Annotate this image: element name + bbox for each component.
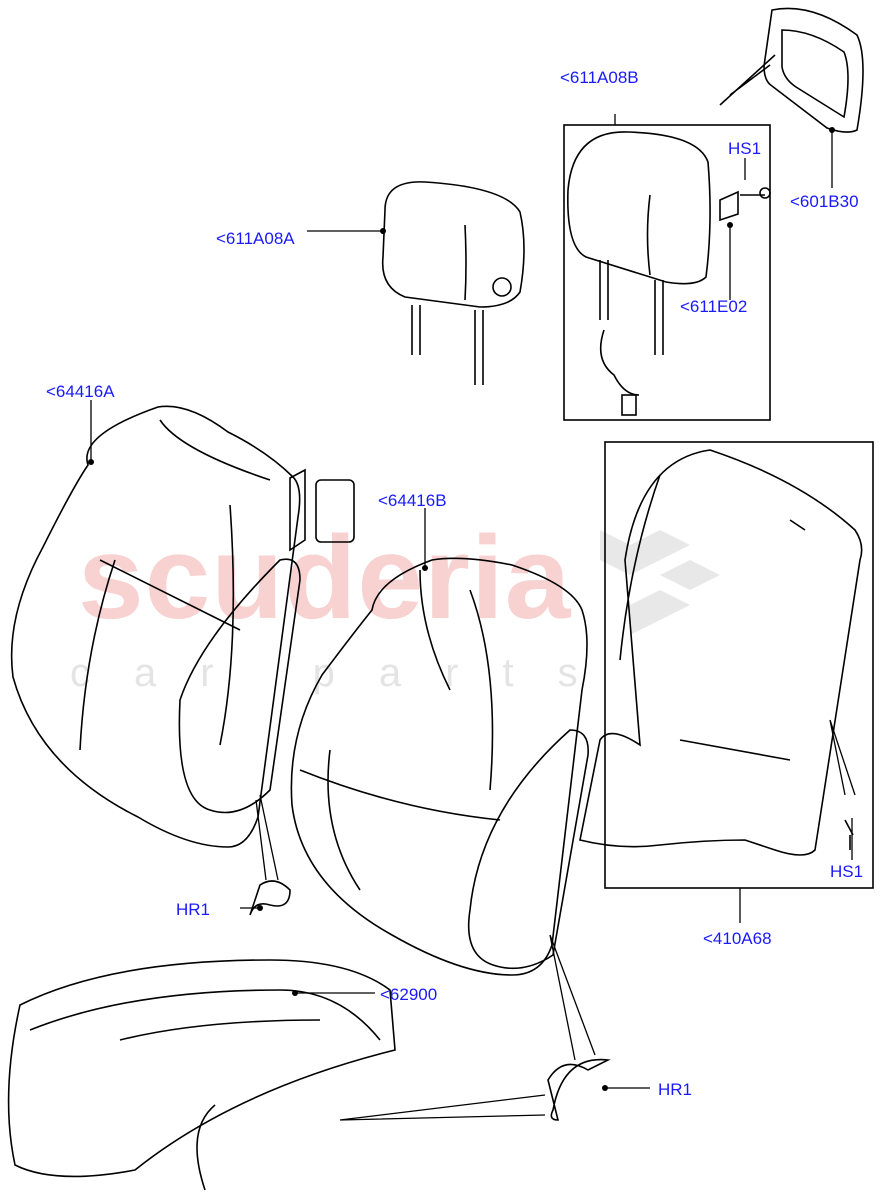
callout-611E02[interactable]: <611E02 <box>680 297 748 316</box>
callout-410A68[interactable]: <410A68 <box>703 929 772 948</box>
callout-611A08B[interactable]: <611A08B <box>560 68 639 87</box>
seat-back-b <box>290 557 589 976</box>
callout-HR1-bottom[interactable]: HR1 <box>658 1080 693 1099</box>
back-panel <box>579 449 863 856</box>
watermark-logo: scuderia <box>78 512 572 644</box>
back-panel-box <box>604 441 874 889</box>
leader-lines <box>90 114 856 1121</box>
callout-HR1-left[interactable]: HR1 <box>176 900 211 919</box>
headrest-frame <box>719 7 864 133</box>
callout-601B30[interactable]: <601B30 <box>790 192 859 211</box>
watermark-checker <box>600 530 720 635</box>
callout-611A08A[interactable]: <611A08A <box>216 229 295 248</box>
hr-clip-left <box>249 880 291 916</box>
callout-HS1-bottom[interactable]: HS1 <box>830 862 864 881</box>
headrest-b <box>567 131 771 416</box>
callout-64416A[interactable]: <64416A <box>46 382 115 401</box>
headrest-assembly-box <box>563 124 771 421</box>
hr-clip-bottom <box>547 1058 611 1121</box>
callout-HS1-top[interactable]: HS1 <box>728 139 762 158</box>
seat-cushion <box>7 959 396 1191</box>
leader-dots <box>88 127 835 1091</box>
callout-62900[interactable]: <62900 <box>380 985 438 1004</box>
callout-64416B[interactable]: <64416B <box>378 491 447 510</box>
seat-back-a <box>10 405 355 848</box>
headrest-a <box>381 181 525 385</box>
